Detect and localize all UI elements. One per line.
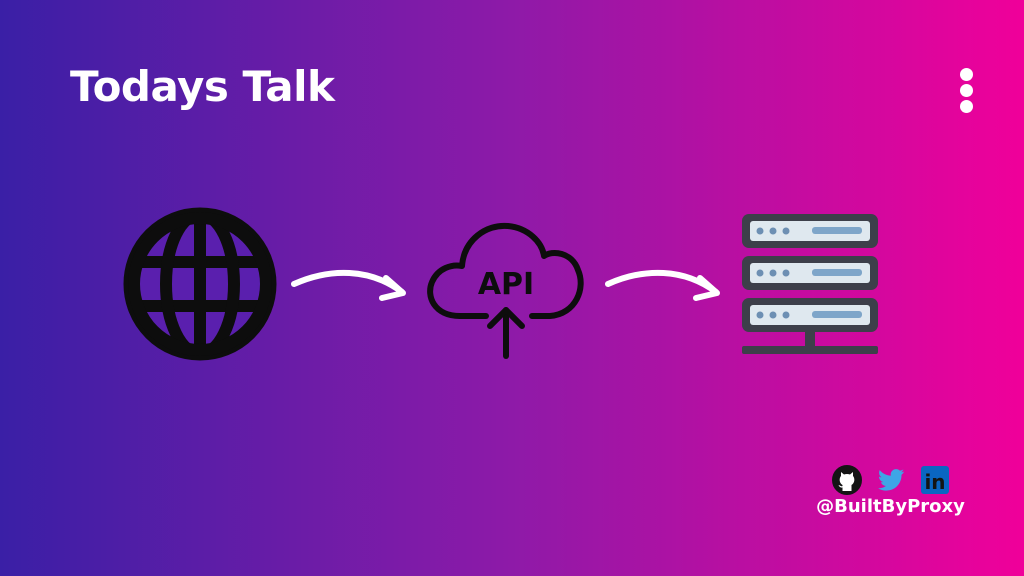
menu-dot xyxy=(960,68,973,81)
slide-title: Todays Talk xyxy=(70,62,335,111)
twitter-icon[interactable] xyxy=(876,465,906,495)
menu-dot xyxy=(960,84,973,97)
api-label: API xyxy=(478,267,534,302)
more-options-button[interactable] xyxy=(950,64,982,116)
menu-dot xyxy=(960,100,973,113)
linkedin-label: in xyxy=(924,470,945,494)
cloud-upload-icon: API xyxy=(427,222,584,359)
arrow-globe-to-api xyxy=(291,269,406,301)
server-rack-icon xyxy=(742,214,878,354)
globe-icon xyxy=(123,207,277,361)
social-links: in xyxy=(832,465,956,495)
linkedin-icon[interactable]: in xyxy=(920,465,950,495)
github-icon[interactable] xyxy=(832,465,862,495)
arrow-api-to-server xyxy=(605,269,720,301)
social-handle[interactable]: @BuiltByProxy xyxy=(816,496,965,517)
